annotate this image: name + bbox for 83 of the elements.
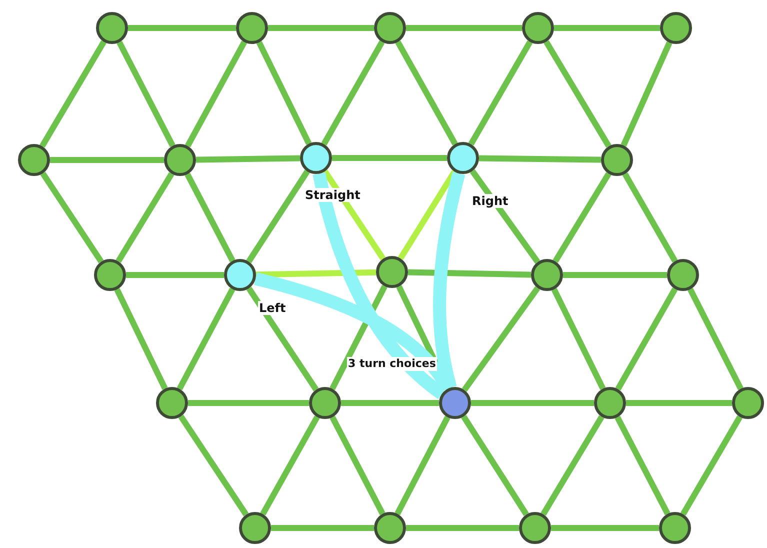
node-circle [439,387,471,419]
edge-line [626,400,732,406]
edge-line [540,415,604,516]
edge-line [126,272,224,278]
edge-line [461,414,529,516]
highlighted-path [433,172,466,390]
edge-line [178,414,249,516]
edge-line [462,286,540,392]
edge-line [394,416,450,516]
edge-line [614,416,670,516]
edge-line [114,288,168,390]
edge-line [268,25,374,31]
node-label: Left [258,301,287,315]
edge-line [563,272,667,278]
node-circle [156,387,188,419]
node-circle [224,259,256,291]
edge-line [554,25,660,31]
node-circle [236,12,268,44]
node-circle [96,12,128,44]
edge-line [332,155,447,161]
edge-line [128,25,236,31]
node-label: Straight [304,188,362,202]
edge-line [246,286,319,392]
edge-line [341,400,439,406]
edge-line [321,40,385,146]
node-circle [376,256,408,288]
edge-line [116,172,174,263]
edge-line [176,288,236,390]
edge-line [184,172,236,262]
node-circle [309,387,341,419]
edge-line [256,41,312,145]
edge-line [680,415,743,516]
edge-line [408,269,532,278]
edge-line [260,416,320,516]
edge-line [185,40,247,148]
node-circle [522,12,554,44]
edge-line [246,170,310,264]
edge-line [622,172,678,263]
edge-line [551,288,606,390]
node-circle [594,387,626,419]
edge-line [471,400,594,406]
edge-line [688,288,744,390]
edge-line [620,41,672,147]
edge-line [544,40,612,148]
edge-line [615,287,678,391]
edge-line [256,269,376,278]
edge-line [395,40,458,146]
node-label: 3 turn choices [347,357,437,371]
edge-line [50,157,164,163]
edge-line [322,170,386,260]
edge-line [40,40,106,148]
node-circle [447,142,479,174]
edge-line [271,525,374,531]
node-circle [164,144,196,176]
edge-line [116,40,176,148]
edge-line [330,416,386,516]
edge-line [398,170,458,260]
node-circle [667,259,699,291]
edge-line [188,400,309,406]
edge-line [406,25,522,31]
edge-line [478,155,602,163]
edge-line [552,172,612,263]
edge-line [330,284,388,390]
node-circle [531,259,563,291]
edge-line [40,172,104,264]
edge-line [470,169,540,264]
node-circle [519,512,551,544]
node-circle [660,12,692,44]
node-circle [732,387,764,419]
node-circle [601,144,633,176]
node-circle [659,512,691,544]
node-circle [374,12,406,44]
node-label: Right [471,194,510,208]
node-circle [239,512,271,544]
edge-line [196,155,300,163]
node-circle [300,142,332,174]
edge-line [551,525,659,531]
edge-line [468,40,533,146]
node-circle [374,512,406,544]
highlighted-path [312,172,446,400]
node-circle [18,144,50,176]
edge-line [406,525,519,531]
node-circle [94,259,126,291]
